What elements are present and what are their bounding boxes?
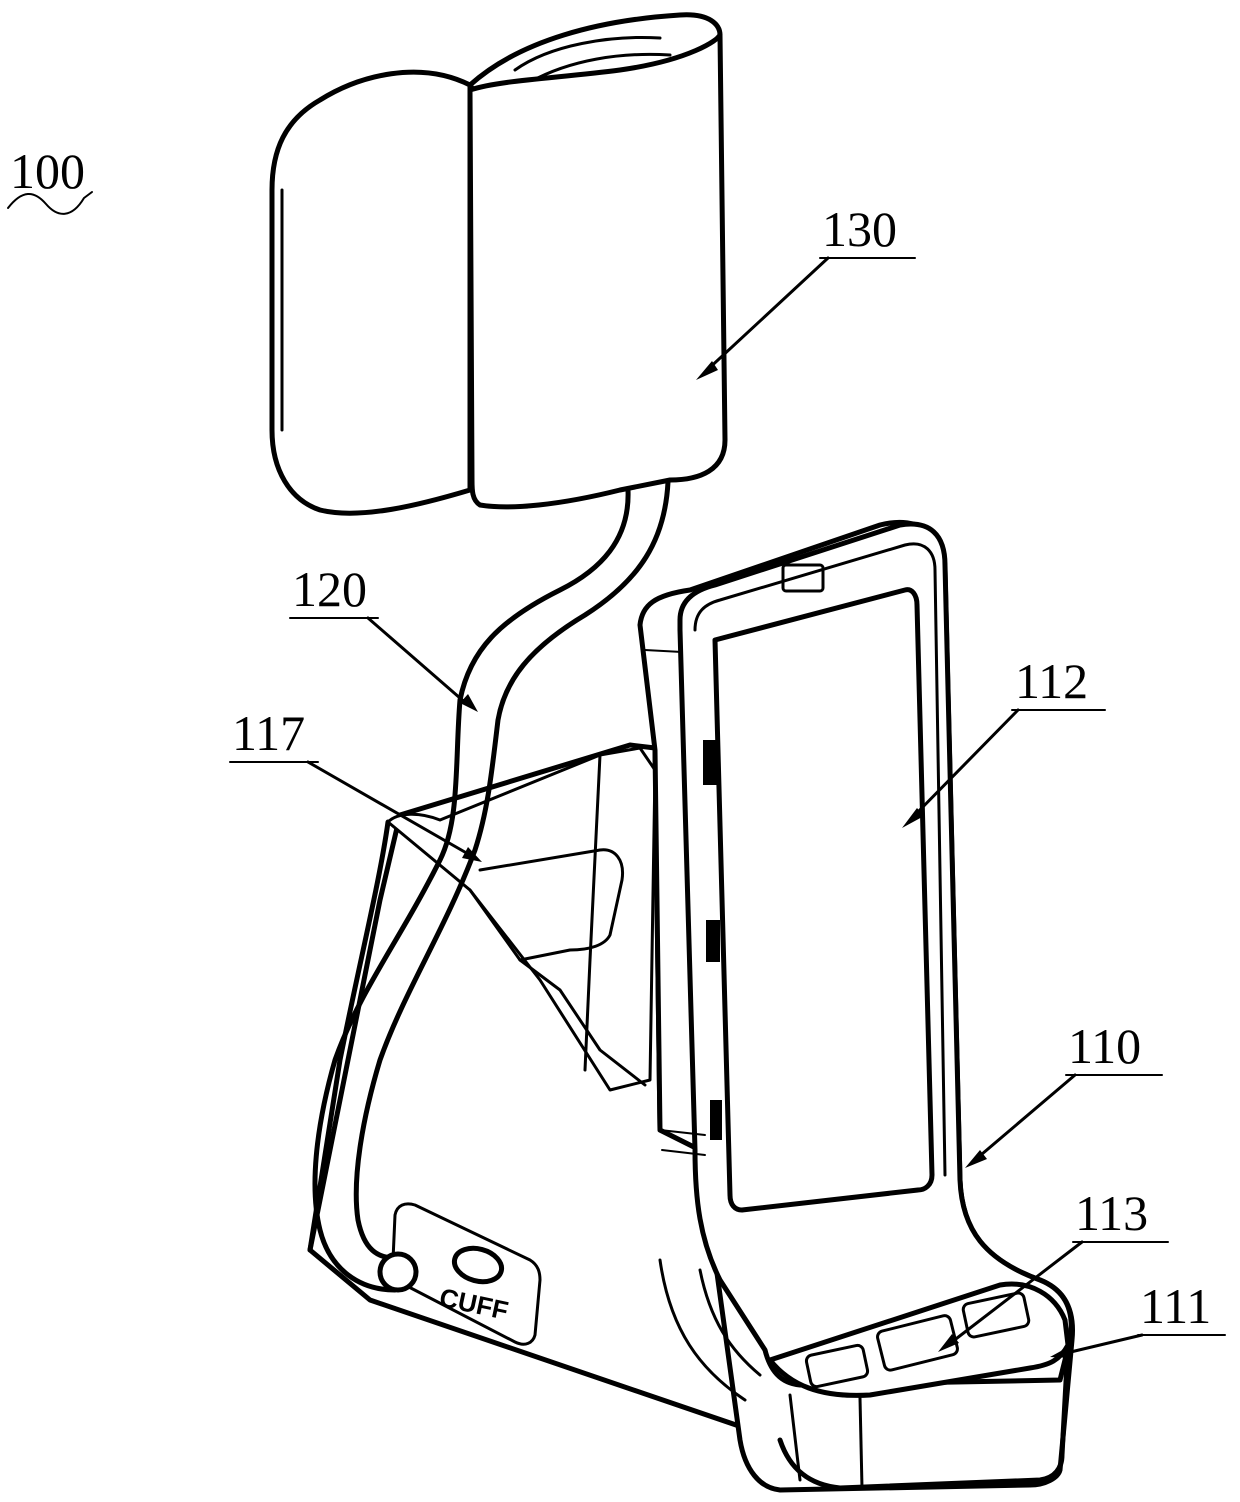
side-indicator-top <box>703 740 719 785</box>
hose-connector-ring <box>380 1254 416 1290</box>
ref-111-group: 111 <box>1138 1278 1225 1335</box>
ref-label-120: 120 <box>292 561 367 617</box>
arm-cuff <box>272 15 725 513</box>
leader-120 <box>368 618 468 705</box>
leader-110 <box>975 1075 1075 1160</box>
side-indicator-mid <box>706 920 720 962</box>
ref-label-110: 110 <box>1068 1018 1141 1074</box>
ref-117-group: 117 <box>230 705 318 762</box>
cuff-front-panel <box>470 35 725 507</box>
ref-label-117: 117 <box>232 705 305 761</box>
ref-label-113: 113 <box>1075 1185 1148 1241</box>
ref-label-112: 112 <box>1015 653 1088 709</box>
display-screen <box>715 590 932 1210</box>
ref-label-100: 100 <box>10 143 85 199</box>
ref-120-group: 120 <box>290 561 378 618</box>
ref-130-group: 130 <box>820 201 915 258</box>
ref-label-111: 111 <box>1140 1278 1211 1334</box>
ref-113-group: 113 <box>1073 1185 1168 1242</box>
ref-110-group: 110 <box>1066 1018 1162 1075</box>
base-front-edge2 <box>860 1398 862 1488</box>
cuff-back-panel <box>272 72 470 513</box>
ref-100-group: 100 <box>8 143 92 214</box>
side-indicator-low <box>710 1100 722 1140</box>
ref-label-130: 130 <box>822 201 897 257</box>
ref-112-group: 112 <box>1012 653 1105 710</box>
